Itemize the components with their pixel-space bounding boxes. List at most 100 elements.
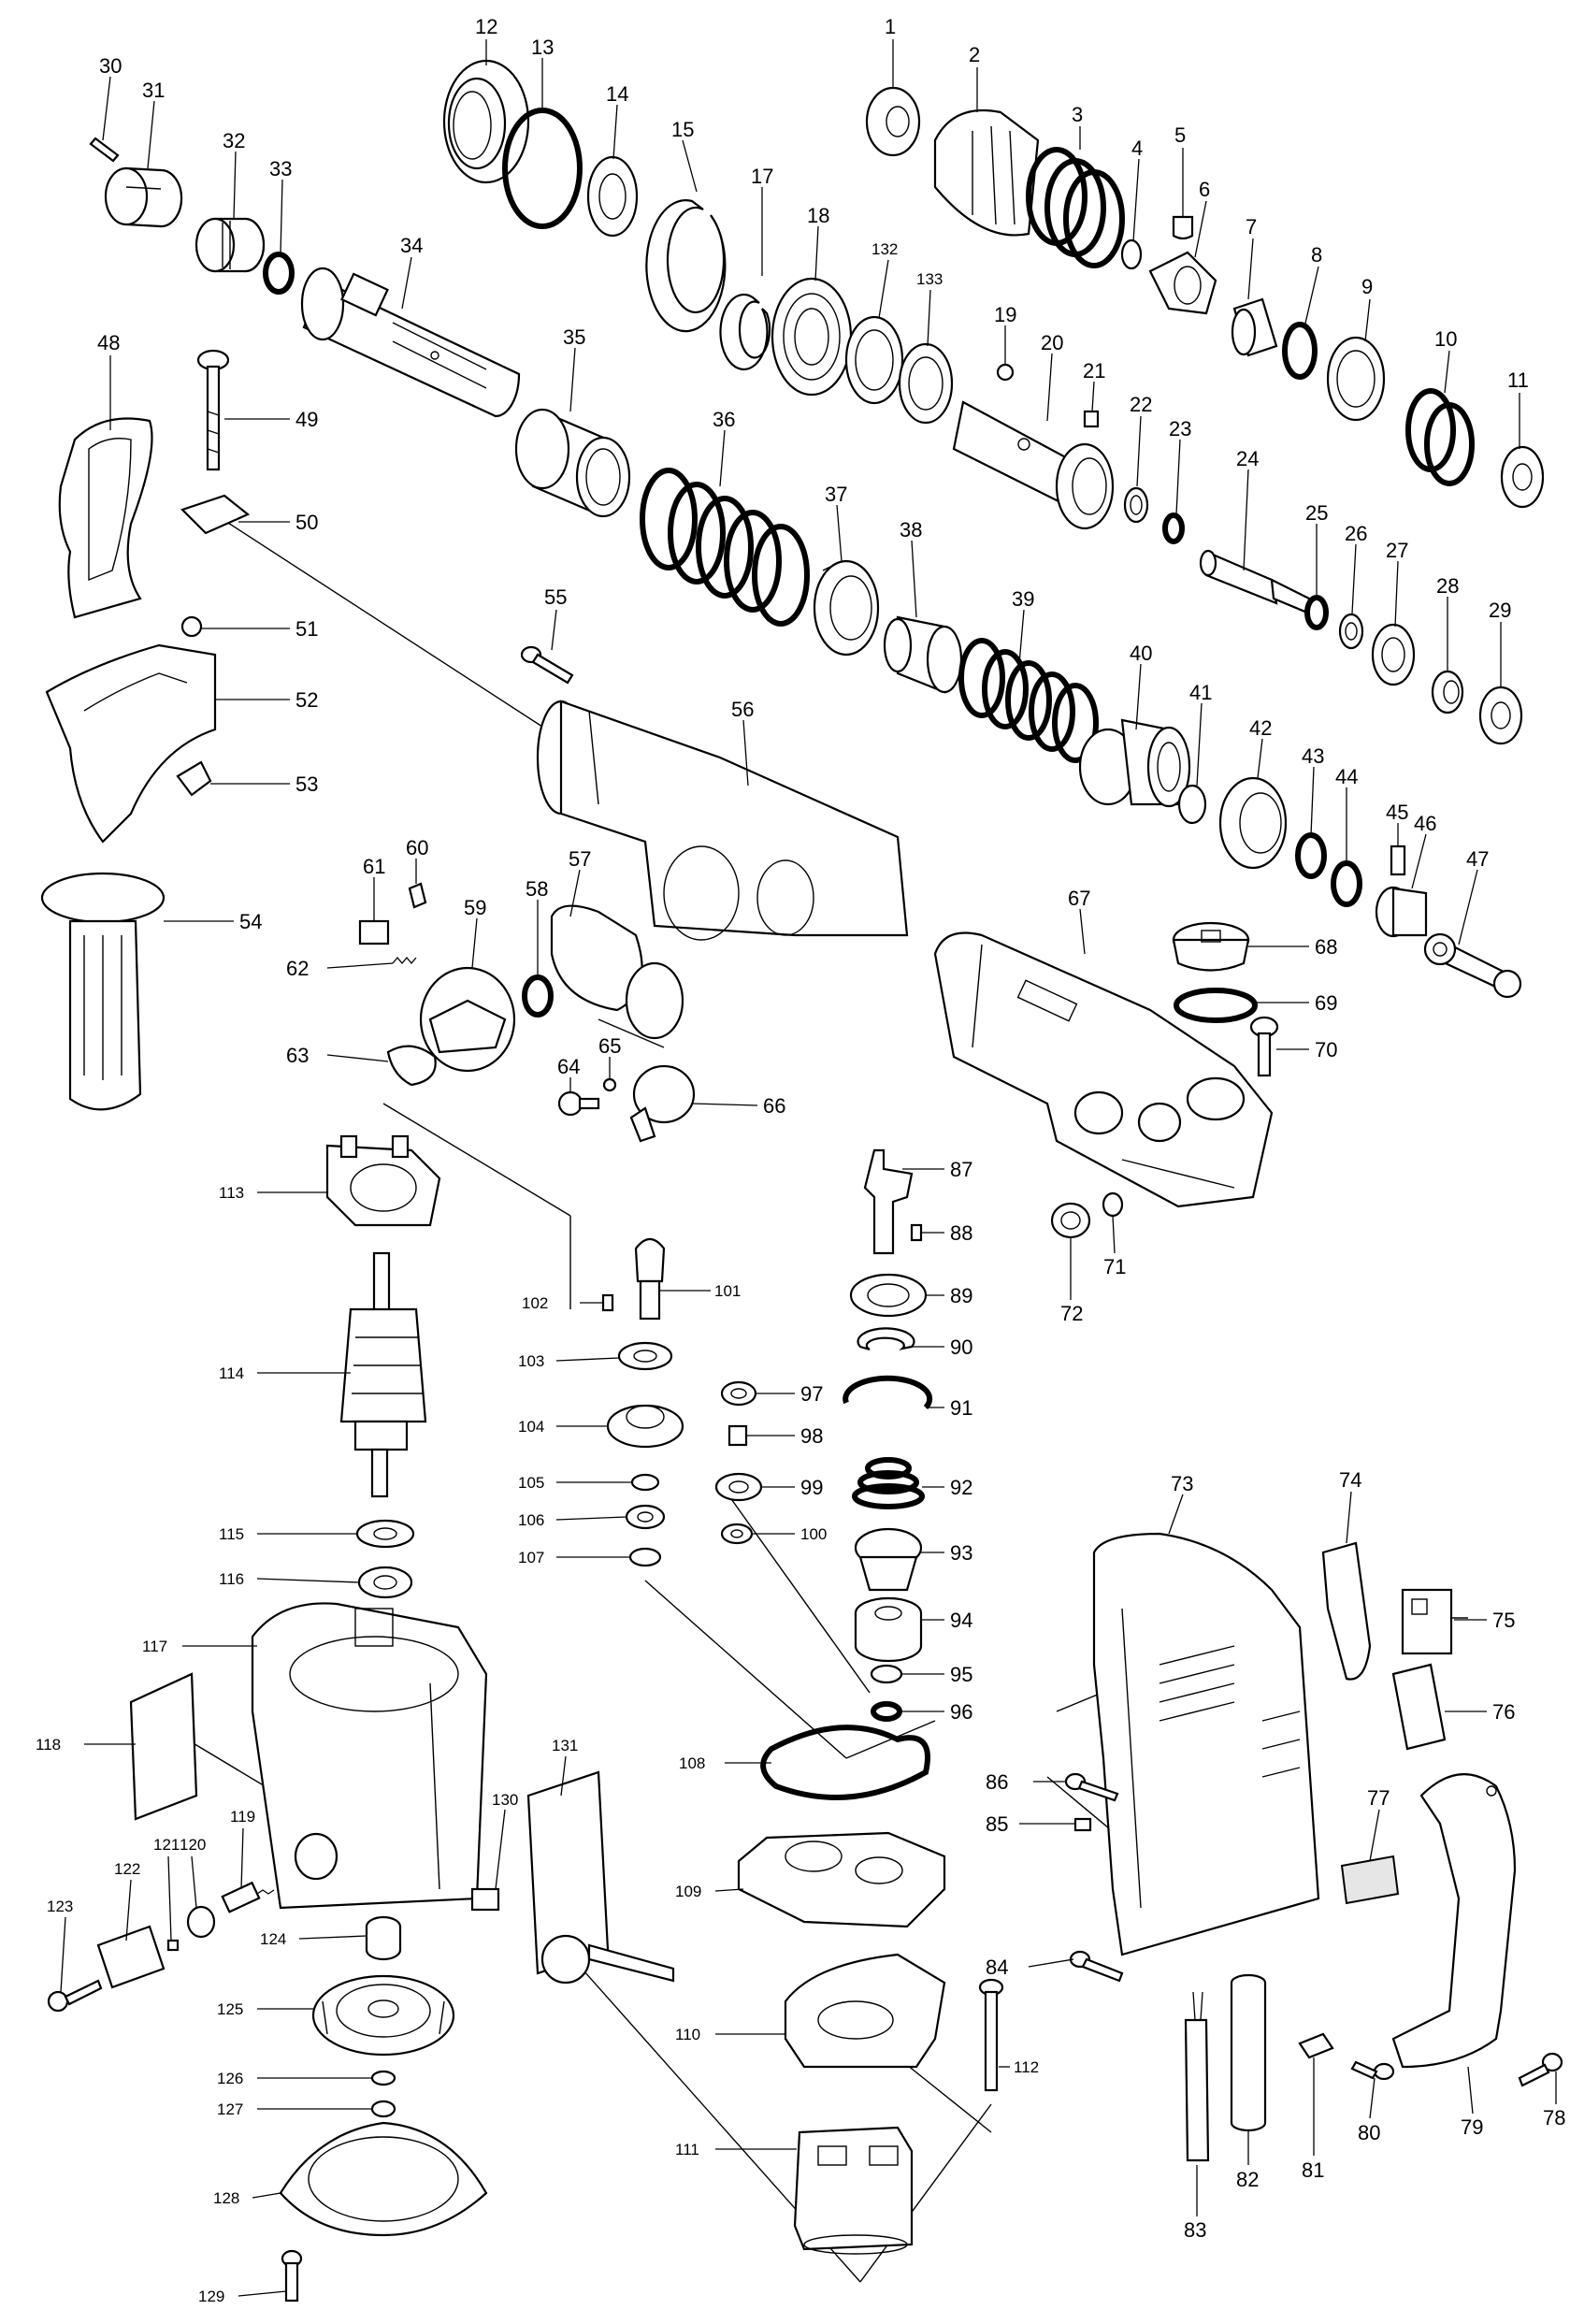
part-31-sleeve (104, 166, 183, 228)
part-17-retaining-ring (719, 293, 771, 371)
part-label-30: 30 (99, 54, 122, 78)
part-label-61: 61 (363, 855, 385, 878)
part-label-74: 74 (1339, 1468, 1361, 1492)
part-34-tool-holder (300, 267, 521, 418)
part-label-122: 122 (114, 1860, 140, 1878)
part-92-spring (852, 1457, 925, 1509)
part-115-washer (355, 1519, 415, 1549)
part-label-97: 97 (800, 1382, 823, 1406)
part-112-screw (978, 1978, 1004, 2092)
part-label-39: 39 (1012, 587, 1034, 611)
part-101-pinion (634, 1237, 666, 1321)
part-88-key (910, 1223, 923, 1242)
part-label-35: 35 (563, 325, 585, 349)
part-49-bolt (196, 349, 230, 471)
part-46-piston-pin-holder (1375, 886, 1428, 938)
part-label-50: 50 (295, 511, 318, 534)
part-12-cap (442, 59, 530, 184)
part-43-o-ring (1295, 832, 1327, 879)
part-label-67: 67 (1068, 887, 1090, 910)
part-66-gasket (625, 961, 684, 1040)
part-75-switch (1401, 1588, 1468, 1655)
part-label-41: 41 (1189, 681, 1212, 704)
part-24-striker (1199, 549, 1311, 614)
part-44-o-ring (1331, 860, 1362, 907)
part-109-bearing-box (737, 1831, 946, 1928)
part-label-13: 13 (531, 36, 554, 59)
part-label-95: 95 (950, 1663, 972, 1686)
part-label-57: 57 (569, 847, 591, 871)
part-label-124: 124 (260, 1930, 286, 1948)
part-label-107: 107 (518, 1549, 544, 1566)
part-105-ring (630, 1473, 660, 1492)
part-label-104: 104 (518, 1418, 544, 1436)
part-76-bracket (1391, 1663, 1447, 1751)
part-54-grip (40, 872, 166, 1111)
part-label-85: 85 (986, 1812, 1008, 1836)
part-106-bearing (625, 1504, 666, 1530)
gear-parts (601, 1148, 1004, 2255)
part-116-bearing (357, 1566, 413, 1599)
part-label-2: 2 (969, 43, 980, 66)
part-62-spring (392, 956, 417, 965)
part-label-71: 71 (1103, 1255, 1126, 1278)
part-label-78: 78 (1543, 2106, 1565, 2129)
part-label-80: 80 (1358, 2121, 1380, 2144)
part-label-29: 29 (1489, 599, 1511, 622)
part-39-spring (958, 638, 1099, 763)
part-label-99: 99 (800, 1476, 823, 1499)
part-1-dust-cap (865, 86, 921, 157)
part-95-washer (870, 1664, 903, 1684)
part-label-7: 7 (1246, 215, 1257, 238)
part-52-handle-base (45, 643, 217, 844)
part-87-crank-shaft (863, 1148, 914, 1255)
part-84-screw (1069, 1950, 1124, 1983)
part-label-84: 84 (986, 1956, 1008, 1979)
part-label-14: 14 (606, 82, 628, 106)
part-label-90: 90 (950, 1335, 972, 1359)
part-label-49: 49 (295, 408, 318, 431)
part-45-pin (1390, 844, 1406, 876)
part-26-ring (1338, 613, 1364, 650)
part-label-105: 105 (518, 1474, 544, 1492)
part-label-131: 131 (552, 1737, 578, 1754)
part-label-102: 102 (522, 1294, 548, 1312)
part-59-bracket (419, 966, 516, 1073)
part-69-o-ring (1174, 988, 1258, 1023)
part-67-crank-housing (933, 931, 1274, 1208)
part-label-100: 100 (800, 1525, 827, 1543)
part-10-spring-ring (1405, 388, 1475, 486)
part-21-pin (1083, 410, 1100, 428)
part-29-washer (1478, 686, 1523, 745)
part-label-54: 54 (239, 910, 262, 933)
part-label-132: 132 (871, 240, 898, 258)
part-63-plate (386, 1045, 437, 1087)
part-25-o-ring (1304, 595, 1329, 630)
part-label-123: 123 (47, 1898, 73, 1915)
part-8-o-ring (1282, 322, 1318, 380)
part-22-ring (1123, 486, 1149, 524)
part-122-cover (96, 1925, 166, 1989)
part-label-98: 98 (800, 1424, 823, 1448)
part-125-helical-gear (311, 1974, 455, 2057)
part-104-gear (606, 1404, 684, 1449)
part-56-barrel-housing (536, 700, 909, 941)
part-41-ring (1177, 784, 1207, 825)
part-label-62: 62 (286, 957, 309, 980)
part-55-screw (520, 645, 574, 685)
part-18-bearing (771, 277, 853, 397)
part-13-o-ring (502, 108, 583, 229)
part-label-77: 77 (1367, 1786, 1390, 1810)
part-label-19: 19 (994, 303, 1016, 326)
part-label-129: 129 (198, 2288, 224, 2305)
part-99-bearing (714, 1472, 763, 1502)
part-label-87: 87 (950, 1158, 972, 1181)
leader-lines (60, 39, 1557, 2297)
part-38-sleeve (883, 615, 963, 694)
part-73-handle-housing (1092, 1532, 1320, 1956)
part-60-pin (408, 882, 427, 909)
part-114-armature (339, 1251, 427, 1498)
part-label-8: 8 (1311, 243, 1322, 267)
part-118-label (129, 1672, 198, 1821)
part-72-knob (1050, 1202, 1091, 1239)
